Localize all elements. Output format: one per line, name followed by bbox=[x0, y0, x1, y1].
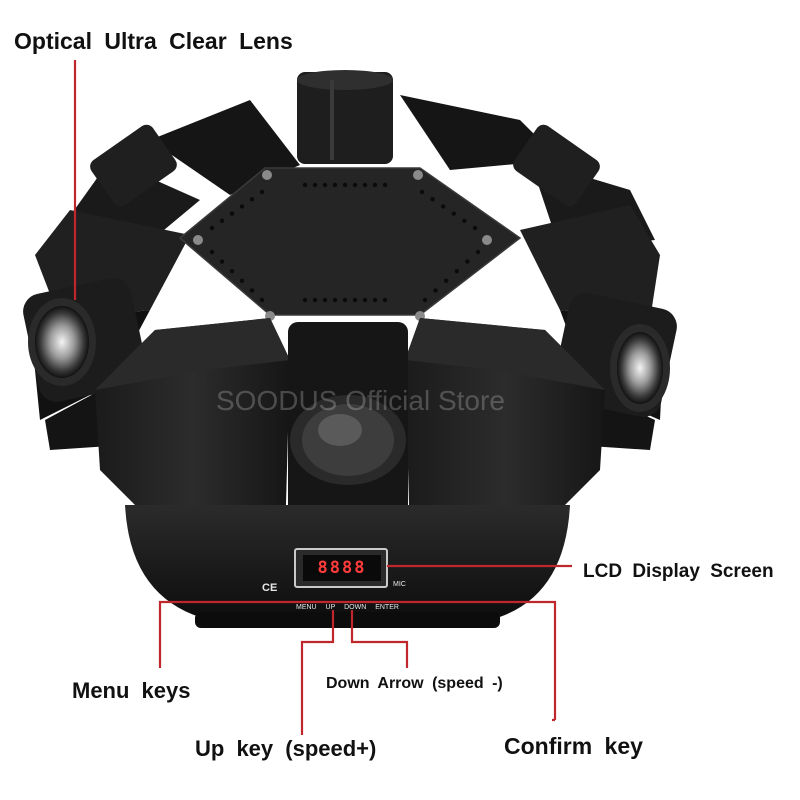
panel-mic-label: MIC bbox=[393, 581, 406, 588]
down-arrow-callout-label: Down Arrow (speed -) bbox=[326, 675, 503, 692]
down-callout-line bbox=[350, 610, 409, 668]
lcd-callout-label: LCD Display Screen bbox=[583, 561, 774, 582]
up-callout-line bbox=[300, 610, 335, 735]
center-lens-head bbox=[288, 322, 408, 522]
menu-keys-callout-label: Menu keys bbox=[72, 678, 191, 703]
rear-lens-heads bbox=[90, 70, 600, 207]
ce-mark: CE bbox=[262, 582, 278, 594]
lens-callout-label: Optical Ultra Clear Lens bbox=[14, 28, 293, 54]
callout-lines bbox=[73, 60, 572, 735]
confirm-key-callout-label: Confirm key bbox=[504, 733, 643, 759]
up-key-callout-label: Up key (speed+) bbox=[195, 736, 377, 761]
front-hoods bbox=[95, 318, 605, 540]
menu-confirm-callout-line bbox=[158, 600, 557, 720]
plate-led-holes bbox=[209, 182, 481, 303]
lcd-display bbox=[294, 548, 388, 588]
lcd-readout: 8888 bbox=[317, 558, 367, 578]
plate-screws bbox=[193, 170, 492, 321]
panel-key-labels: MENU UP DOWN ENTER bbox=[296, 604, 399, 611]
store-watermark: SOODUS Official Store bbox=[216, 385, 505, 416]
